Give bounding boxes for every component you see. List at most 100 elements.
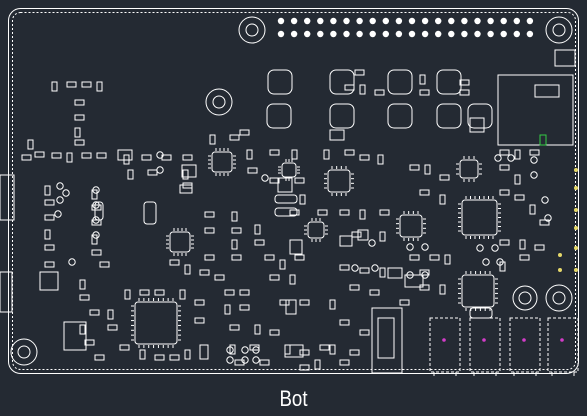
header-pin <box>421 17 429 25</box>
test-pad <box>494 154 502 162</box>
power-jack <box>0 271 13 313</box>
header-pin <box>435 17 442 25</box>
accent-marks <box>442 134 578 342</box>
passive-component <box>66 81 77 88</box>
transistor-package <box>387 267 403 279</box>
passive-component <box>231 239 238 250</box>
bulk-capacitor <box>143 201 157 225</box>
test-pad <box>406 243 414 251</box>
transistor-package <box>289 239 303 255</box>
header-pin <box>290 30 298 38</box>
passive-component <box>229 344 236 355</box>
usb-port-outline <box>469 317 501 373</box>
header-pin <box>290 17 298 25</box>
signal-marker <box>574 208 578 212</box>
passive-component <box>107 324 118 331</box>
header-pin <box>526 30 534 38</box>
passive-component <box>369 289 380 296</box>
passive-component <box>379 209 390 216</box>
transistor-package <box>181 164 197 178</box>
passive-component <box>269 177 280 184</box>
passive-component <box>254 324 261 335</box>
test-pad <box>371 264 379 272</box>
audio-jack <box>63 321 87 351</box>
fiducial-center <box>518 291 532 305</box>
transistor-package <box>117 149 133 161</box>
passive-component <box>269 149 280 156</box>
passive-component <box>264 254 275 261</box>
passive-component <box>344 84 355 91</box>
ethernet-jack <box>371 307 403 374</box>
board-edge <box>8 8 579 374</box>
driver-chip <box>169 231 191 253</box>
passive-component <box>377 154 384 165</box>
passive-component <box>359 267 370 274</box>
header-pin <box>395 30 403 38</box>
inductor <box>329 69 355 95</box>
passive-component <box>269 274 280 281</box>
transistor-package <box>357 229 369 241</box>
header-pin <box>395 17 403 25</box>
passive-component <box>279 259 286 270</box>
passive-component <box>154 289 165 296</box>
mounting-hole-drill <box>245 23 259 37</box>
passive-component <box>44 244 55 251</box>
transistor-package <box>329 129 345 141</box>
header-pin <box>408 17 416 25</box>
passive-component <box>419 269 430 276</box>
test-pad <box>252 356 260 364</box>
test-pad <box>351 264 359 272</box>
header-pin <box>304 17 311 25</box>
passive-component <box>399 299 410 306</box>
passive-component <box>269 329 280 336</box>
header-pin <box>369 30 376 38</box>
passive-component <box>514 194 525 201</box>
sd-card-slot <box>497 74 574 146</box>
test-pad <box>56 196 64 204</box>
mounting-holes <box>10 16 573 366</box>
inductor <box>387 103 413 129</box>
test-pad <box>226 346 234 354</box>
inductor <box>267 69 293 95</box>
passive-component <box>169 259 180 266</box>
passive-component <box>514 149 521 160</box>
passive-component <box>246 149 253 160</box>
inductor <box>467 103 493 129</box>
passive-component <box>299 194 306 205</box>
header-pin <box>277 30 285 38</box>
passive-component <box>499 261 506 272</box>
transistor-package <box>179 184 193 194</box>
fiducial-ring <box>512 285 538 311</box>
passive-component <box>89 309 100 316</box>
header-pin <box>448 30 455 38</box>
passive-component <box>79 324 86 335</box>
inductor <box>329 103 355 129</box>
passive-component <box>429 254 440 261</box>
mounting-hole-drill <box>552 291 566 305</box>
header-pin <box>474 30 481 38</box>
passive-component <box>284 344 291 355</box>
signal-marker <box>574 186 578 190</box>
passive-component <box>214 274 225 281</box>
hdmi-connector <box>0 174 15 221</box>
passive-component <box>339 319 350 326</box>
passive-component <box>204 254 215 261</box>
header-pin <box>421 30 429 38</box>
passive-component <box>74 139 85 146</box>
transistor-package <box>339 235 353 247</box>
usb-polarity-mark <box>482 338 486 342</box>
passive-component <box>279 299 290 306</box>
transistor-package <box>285 299 297 315</box>
passive-component <box>66 152 73 163</box>
header-pin <box>487 17 494 25</box>
passive-component <box>254 239 265 246</box>
passive-component <box>224 304 231 315</box>
passive-component <box>51 81 58 92</box>
header-pin <box>487 30 494 38</box>
board-outline <box>8 8 579 374</box>
passive-component <box>349 284 360 291</box>
passive-component <box>289 274 296 285</box>
test-pad <box>507 154 515 162</box>
